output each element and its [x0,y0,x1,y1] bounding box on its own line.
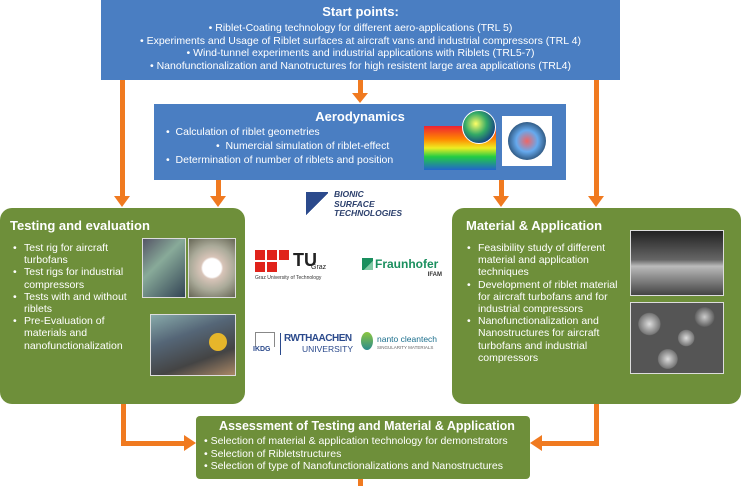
bionic-logo-text: BIONIC SURFACE TECHNOLOGIES [334,189,403,219]
nanto-text: nanto cleantech [377,334,438,344]
cfd-globe-image [462,110,496,144]
ikdg-mark [255,332,275,347]
ikdg-text: IKDG [253,346,271,353]
bionic-surface-technologies-logo: BIONIC SURFACE TECHNOLOGIES [304,189,414,222]
fraunhofer-logo: Fraunhofer IFAM [362,257,448,281]
aero-item-text: Calculation of riblet geometries [175,126,320,138]
arrow-start-to-material [594,80,599,197]
sem-riblet-image [630,230,724,296]
bionic-line: BIONIC [334,189,364,199]
test-rig-photo [142,238,186,298]
material-box: Material & Application Feasibility study… [452,208,741,404]
arrow-start-to-testing [120,80,125,197]
arrow-aero-to-material [499,180,504,197]
nanto-sub: SINGULARITY MATERIALS [377,345,434,350]
start-point-item: • Wind-tunnel experiments and industrial… [186,47,535,59]
aero-item-text: Determination of number of riblets and p… [175,154,394,166]
aerodynamics-item: • Numercial simulation of riblet-effect [216,140,390,152]
arrow-material-to-assessment-h [542,441,599,446]
start-point-item: • Experiments and Usage of Riblet surfac… [140,34,581,47]
arrow-assessment-out [358,478,363,486]
rwth-sub: UNIVERSITY [302,344,354,354]
testing-item: Pre-Evaluation of materials and nanofunc… [10,315,135,352]
start-point-item: • Riblet-Coating technology for differen… [208,22,513,34]
aero-item-text: Numercial simulation of riblet-effect [225,140,390,152]
arrow-head [530,435,542,451]
nanto-mark [361,332,373,350]
material-item: Nanofunctionalization and Nanostructures… [464,315,632,364]
fraunhofer-mark [362,258,373,270]
assessment-box: Assessment of Testing and Material & App… [196,416,530,479]
tu-graz-logo: TU Graz Graz University of Technology [255,250,327,284]
aerodynamics-title: Aerodynamics [315,109,405,124]
tu-graz-sub: Graz [311,264,327,271]
fraunhofer-text: Fraunhofer [375,257,439,271]
start-points-box: Start points: • Riblet-Coating technolog… [101,0,620,80]
arrow-head [493,196,509,207]
material-item: Development of riblet material for aircr… [464,279,632,316]
arrow-aero-to-testing [216,180,221,197]
material-title: Material & Application [466,218,603,233]
arrow-head [352,93,368,103]
arrow-head [114,196,130,207]
assessment-item: • Selection of material & application te… [204,435,508,447]
arrow-material-to-assessment [594,404,599,446]
assessment-item: • Selection of Ribletstructures [204,447,342,460]
compressor-photo [150,314,236,376]
bionic-logo-mark [306,192,328,216]
assessment-title: Assessment of Testing and Material & App… [219,419,515,433]
testing-box: Testing and evaluation Test rig for airc… [0,208,245,404]
assessment-item: • Selection of type of Nanofunctionaliza… [204,460,504,472]
aerodynamics-item: • Determination of number of riblets and… [166,154,394,166]
sem-nanostructure-image [630,302,724,374]
material-item: Feasibility study of different material … [464,242,632,279]
tu-graz-mark [255,250,291,272]
testing-title: Testing and evaluation [10,218,150,233]
arrow-testing-to-assessment-h [121,441,185,446]
testing-item: Test rigs for industrial compressors [10,266,135,290]
aerodynamics-item: • Calculation of riblet geometries [166,126,320,138]
arrow-start-to-aero [358,80,363,94]
testing-item: Tests with and without riblets [10,291,135,315]
tu-graz-caption: Graz University of Technology [255,275,322,281]
start-point-item: • Nanofunctionalization and Nanotructure… [150,59,571,72]
arrow-head [588,196,604,207]
tu-text: TU [293,250,317,270]
start-points-title: Start points: [322,4,399,19]
material-list: Feasibility study of different material … [464,242,632,364]
testing-item: Test rig for aircraft turbofans [10,242,135,266]
fraunhofer-sub: IFAM [427,272,442,278]
bionic-line: SURFACE [334,198,375,209]
bionic-line: TECHNOLOGIES [334,208,403,218]
rwth-aachen-logo: RWTHAACHEN UNIVERSITY [280,333,354,357]
arrow-head [184,435,196,451]
rwth-divider [280,333,281,355]
rotor-mesh-image [502,116,552,166]
ikdg-logo: IKDG [253,332,277,356]
rwth-text: RWTHAACHEN [284,333,352,344]
testing-list: Test rig for aircraft turbofans Test rig… [10,242,135,352]
arrow-testing-to-assessment [121,404,126,446]
aerodynamics-box: Aerodynamics • Calculation of riblet geo… [154,104,566,180]
turbofan-photo [188,238,236,298]
nanto-cleantech-logo: nanto cleantech SINGULARITY MATERIALS [361,332,449,356]
arrow-head [210,196,226,207]
